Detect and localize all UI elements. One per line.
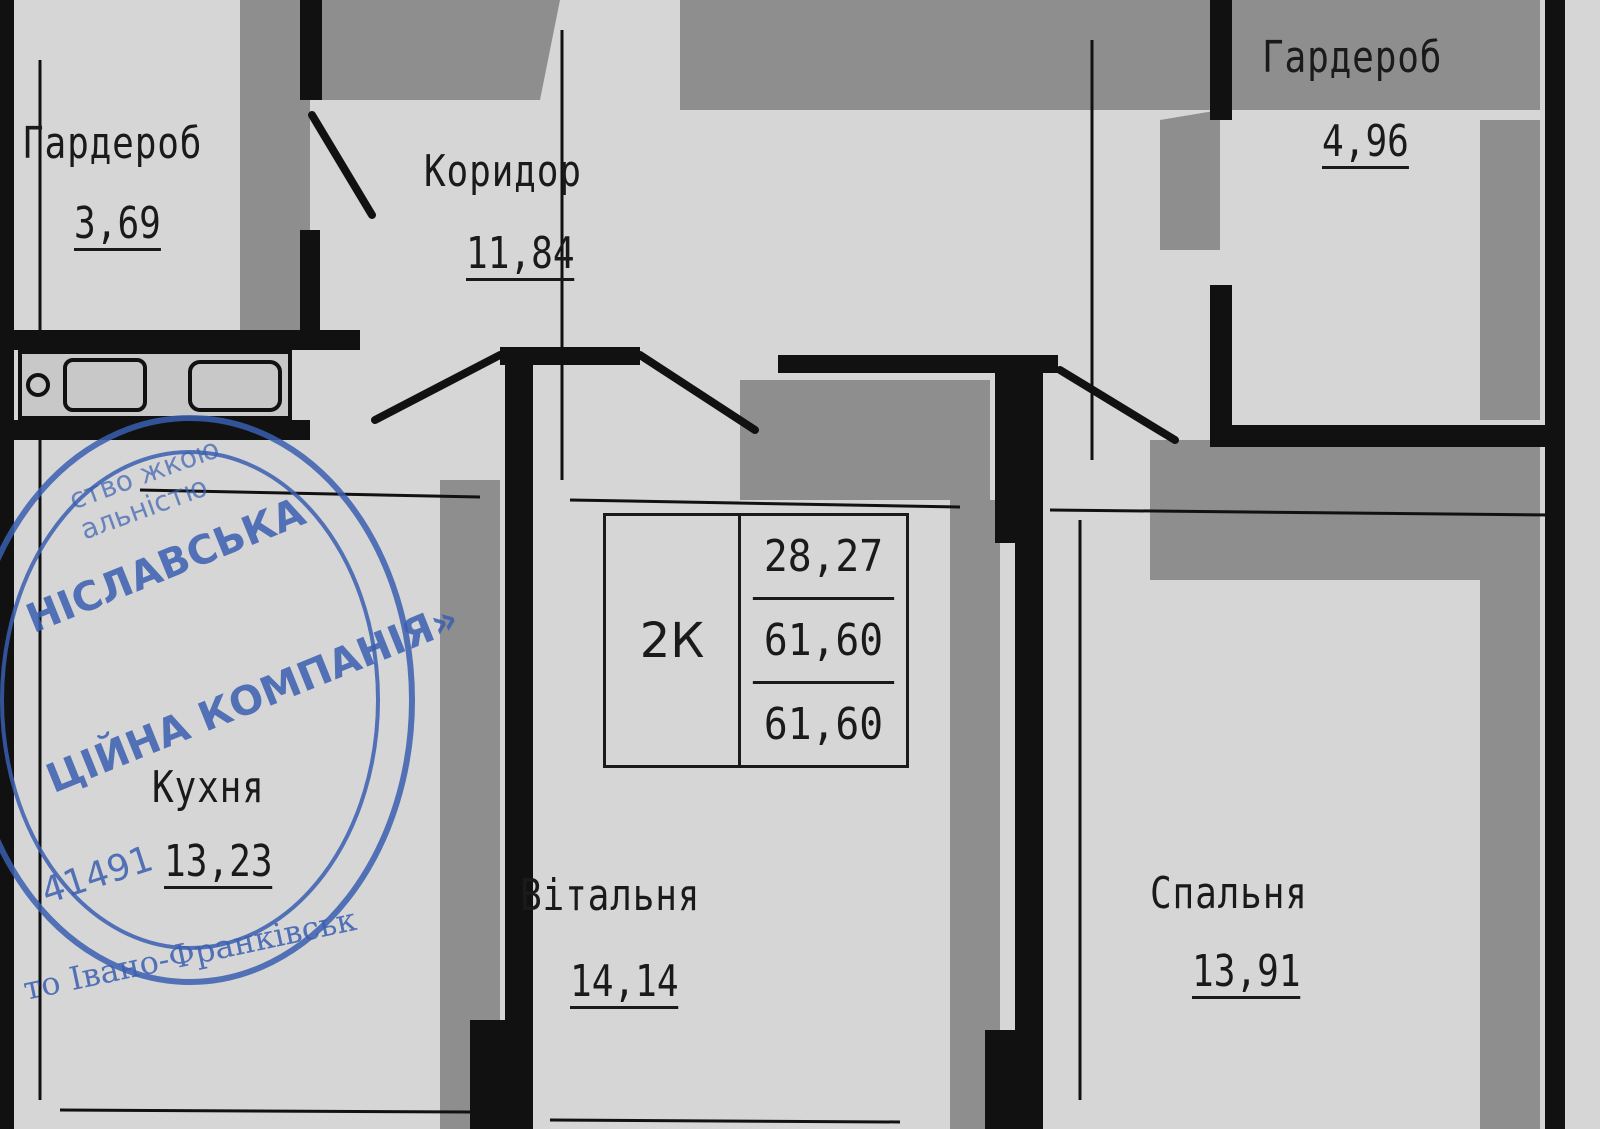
- living-area-value: 28,27: [752, 516, 895, 600]
- bath-fixture: [18, 350, 292, 420]
- axis-lines: [38, 30, 1551, 1124]
- area-values: 28,27 61,60 61,60: [741, 516, 906, 765]
- corridor-label: Коридор: [424, 146, 582, 197]
- kitchen-label: Кухня: [152, 762, 265, 813]
- corridor-area: 11,84: [466, 228, 575, 281]
- wardrobe-right-label: Гардероб: [1262, 32, 1443, 83]
- walls: [0, 0, 1565, 1129]
- wardrobe-left-area: 3,69: [74, 198, 161, 251]
- apartment-type: 2К: [606, 516, 741, 765]
- shadow-areas: [30, 0, 1540, 1129]
- door-swings: [308, 111, 1179, 444]
- bedroom-label: Спальня: [1150, 868, 1308, 919]
- total-area-value-2: 61,60: [763, 699, 884, 750]
- company-stamp: [0, 415, 415, 985]
- living-room-label: Вітальня: [520, 870, 701, 921]
- living-room-area: 14,14: [570, 956, 679, 1009]
- total-area-value: 61,60: [752, 600, 895, 684]
- apartment-info-table: 2К 28,27 61,60 61,60: [603, 513, 909, 768]
- wardrobe-left-label: Гардероб: [22, 118, 203, 169]
- kitchen-area: 13,23: [164, 836, 273, 889]
- bedroom-area: 13,91: [1192, 946, 1301, 999]
- wardrobe-right-area: 4,96: [1322, 116, 1409, 169]
